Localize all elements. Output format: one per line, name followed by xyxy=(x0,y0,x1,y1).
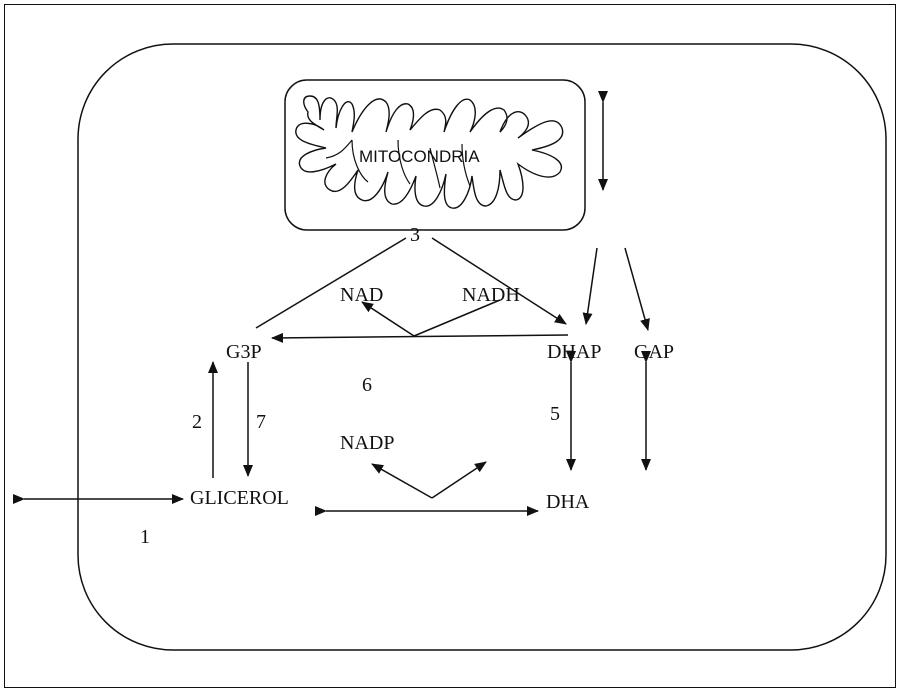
arrow-3-to-dhap xyxy=(432,238,566,324)
arrow-to-nad xyxy=(362,302,414,336)
arrow-into-gap xyxy=(625,248,648,330)
nadh-label: NADH xyxy=(462,285,520,305)
arrow-nadp-right xyxy=(432,462,486,498)
step-6-label: 6 xyxy=(362,375,372,395)
step-5-label: 5 xyxy=(550,404,560,424)
step-2-label: 2 xyxy=(192,412,202,432)
line-3-to-g3p xyxy=(256,238,406,328)
mitochondria-label: MITOCONDRIA xyxy=(359,148,480,165)
step-1-label: 1 xyxy=(140,527,150,547)
glycerol-label: GLICEROL xyxy=(190,488,289,508)
dhap-label: DHAP xyxy=(547,342,601,362)
step-3-label: 3 xyxy=(410,225,420,245)
nad-label: NAD xyxy=(340,285,383,305)
arrow-to-nadp xyxy=(372,464,432,498)
gap-label: GAP xyxy=(634,342,674,362)
arrow-into-dhap xyxy=(586,248,597,324)
nadp-label: NADP xyxy=(340,433,394,453)
dha-label: DHA xyxy=(546,492,589,512)
g3p-label: G3P xyxy=(226,342,262,362)
step-7-label: 7 xyxy=(256,412,266,432)
cell-membrane xyxy=(78,44,886,650)
arrow-dhap-to-g3p xyxy=(272,335,568,338)
